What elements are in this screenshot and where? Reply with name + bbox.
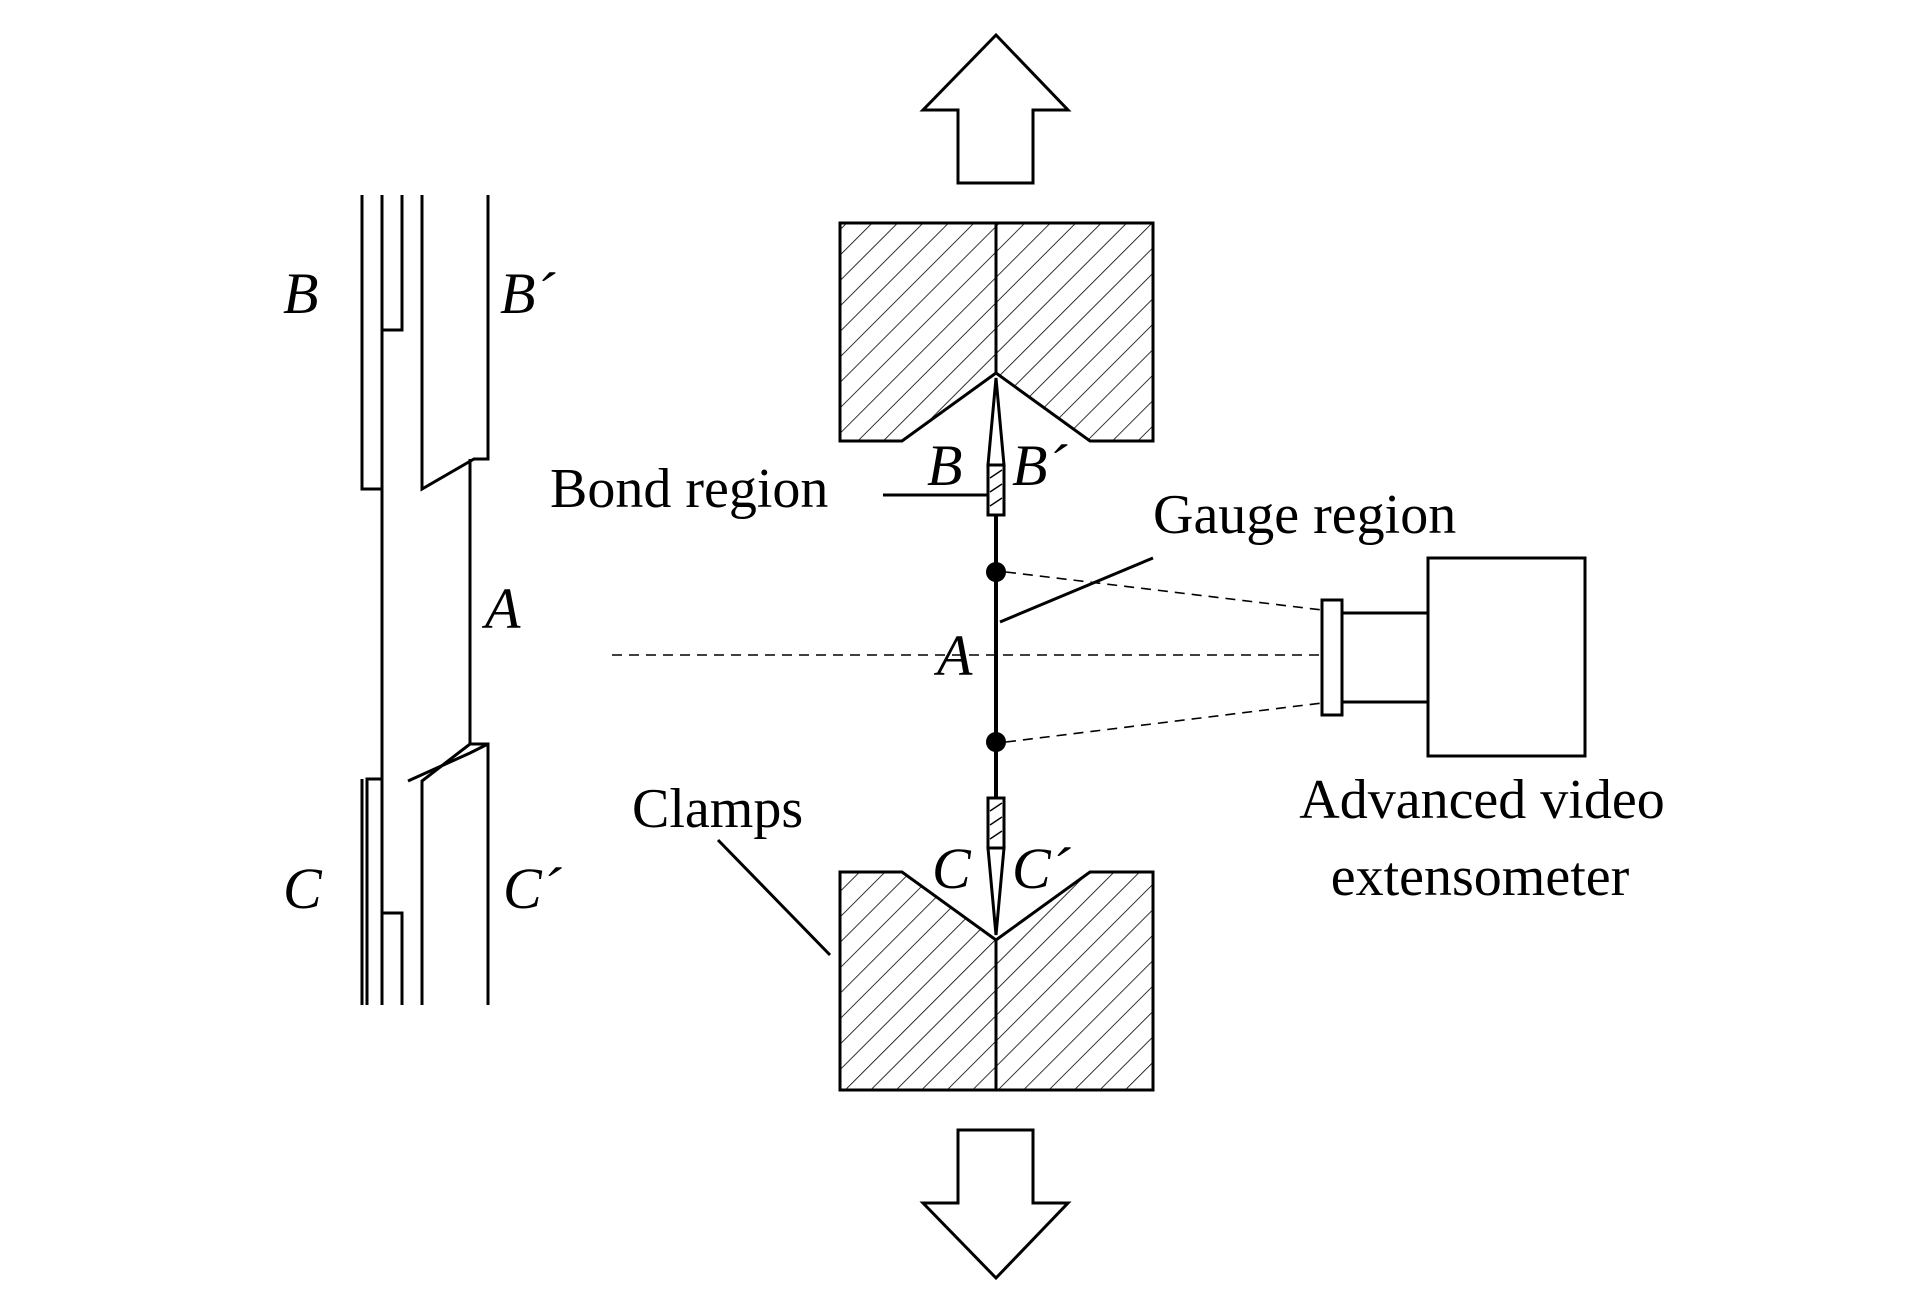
rig-label-b: B [927,433,962,498]
upper-bond-hatch-1 [989,469,1003,479]
clamps-leader [716,838,832,957]
specimen-label-b: B [283,261,318,326]
upper-bond-region [986,463,1006,517]
lower-bond-hatch-3 [989,830,1003,840]
specimen-side-view: B B´ A C C´ [283,195,563,1005]
gauge-region-label: Gauge region [1153,484,1456,546]
specimen-label-c-prime: C´ [503,856,563,921]
specimen-label-a: A [481,576,521,641]
lower-inner-strip [380,779,404,1005]
rig-label-c: C [932,836,972,901]
upper-inner-strip [382,195,404,332]
lower-thick-piece [420,742,490,1005]
camera-lens-flange [1320,598,1344,717]
upper-bond-hatch-3 [989,497,1003,507]
bond-region-label: Bond region [550,458,828,520]
rig-label-b-prime: B´ [1012,433,1068,498]
lower-outer-strip [365,777,382,1005]
specimen-label-c: C [283,856,323,921]
gauge-mark-upper [986,562,1006,582]
gauge-mark-lower [986,732,1006,752]
extensometer-label-line1: Advanced video [1299,769,1664,831]
gauge-region-leader [999,556,1154,624]
video-extensometer-camera-icon [1320,556,1587,758]
sight-line-upper [1005,571,1323,611]
lower-bond-hatch-2 [989,816,1003,826]
upper-outer-strip [360,195,384,491]
rig-label-c-prime: C´ [1012,836,1072,901]
upper-thick-piece [420,195,490,492]
specimen-label-b-prime: B´ [500,261,556,326]
lower-bevel-inner [407,742,489,783]
clamps-label: Clamps [632,778,803,840]
test-rig: B B´ A C C´ [838,32,1155,1281]
sight-line-lower [1005,702,1323,743]
upper-specimen-wedge [986,377,1006,467]
load-arrow-down-icon [919,1128,1072,1281]
lower-bond-hatch-1 [989,802,1003,812]
camera-lens-barrel [1340,611,1430,704]
lower-specimen-wedge [986,846,1006,936]
upper-bond-hatch-2 [989,483,1003,493]
camera-body [1426,556,1587,758]
load-arrow-up-icon [919,32,1072,185]
lower-bond-region [986,796,1006,850]
extensometer-label-line2: extensometer [1331,846,1630,908]
